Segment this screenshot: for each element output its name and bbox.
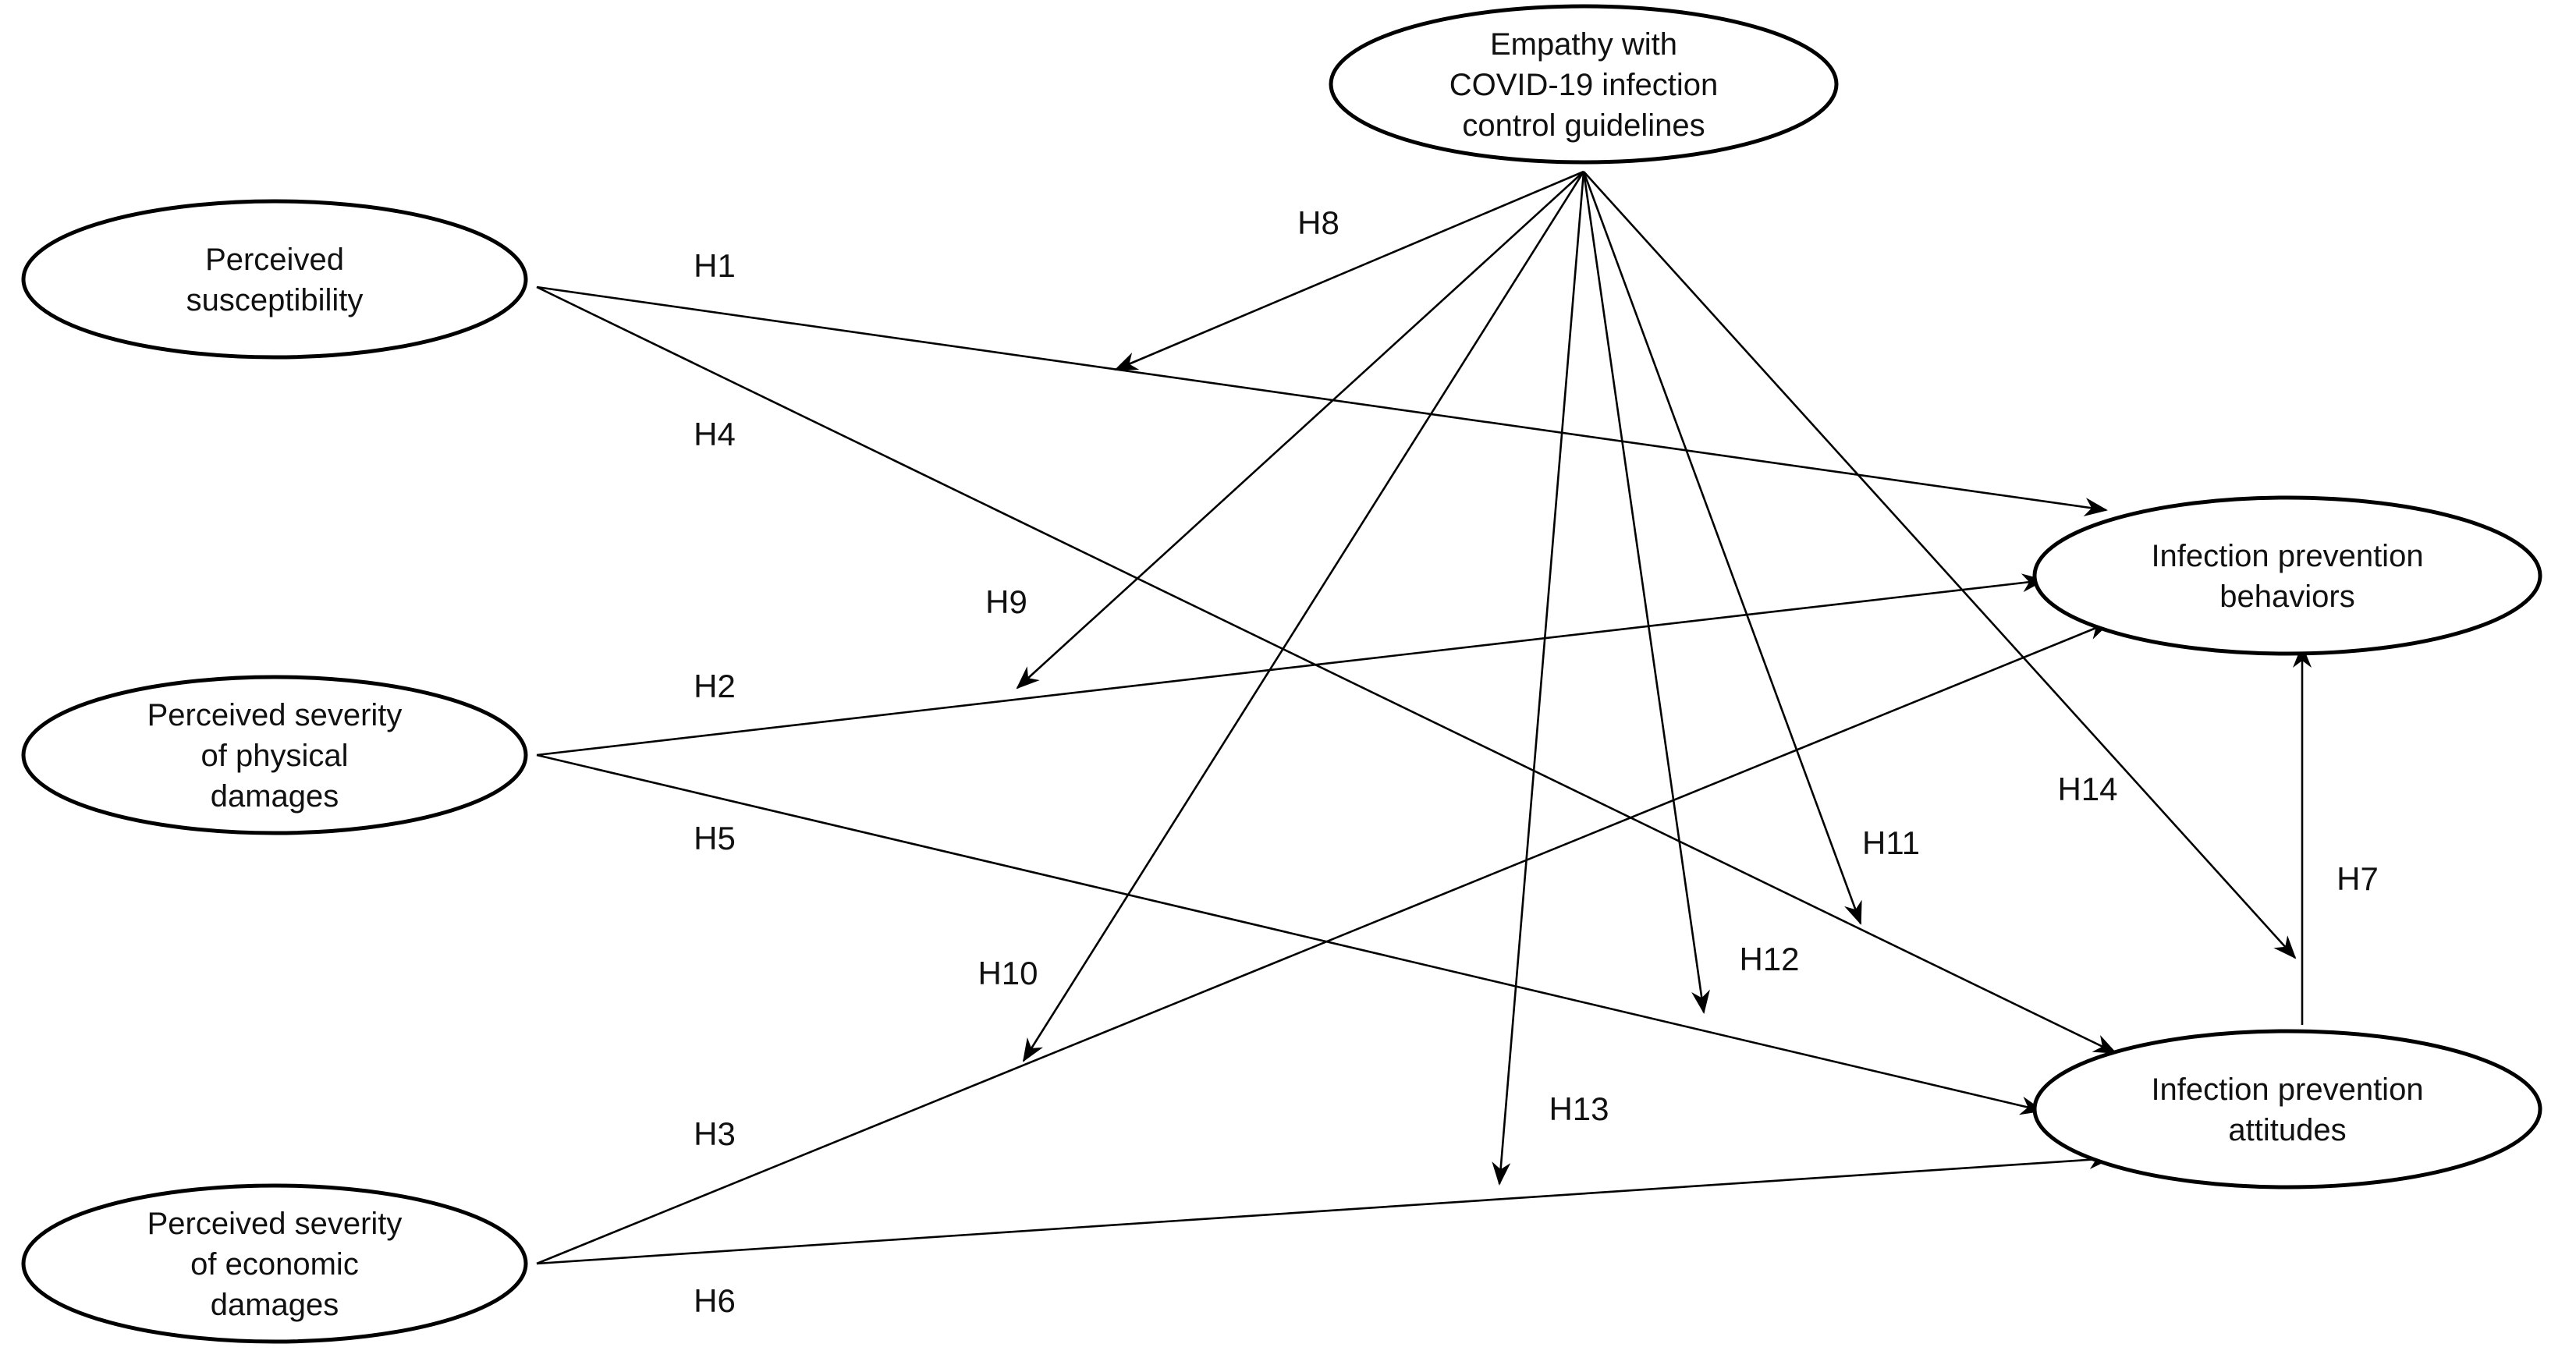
edge-h9-arrow xyxy=(1016,171,1584,690)
edge-h8-arrow xyxy=(1114,170,1584,371)
edge-h10-label: H10 xyxy=(978,955,1038,991)
edge-h1-label: H1 xyxy=(694,247,736,284)
node-behaviors-ellipse xyxy=(2032,495,2542,656)
node-attitudes-text-line-2: attitudes xyxy=(2228,1113,2346,1147)
edge-h14-label: H14 xyxy=(2057,771,2117,807)
edge-h1-arrow xyxy=(536,285,2108,516)
edge-h10-arrow xyxy=(1022,171,1585,1062)
node-physical: Perceived severity of physical damages xyxy=(21,675,528,835)
edges-layer xyxy=(536,170,2312,1265)
node-behaviors-text-line-2: behaviors xyxy=(2219,580,2354,614)
edge-h6-label: H6 xyxy=(694,1282,736,1319)
node-susceptibility-text-line-1: Perceived xyxy=(205,243,344,277)
node-susceptibility-ellipse xyxy=(21,199,528,360)
node-economic-text-line-3: damages xyxy=(211,1288,339,1322)
node-attitudes-ellipse xyxy=(2032,1029,2542,1190)
edge-h3-arrow xyxy=(536,621,2111,1265)
node-empathy-text-line-1: Empathy with xyxy=(1490,27,1677,62)
edge-h5-label: H5 xyxy=(694,820,736,856)
edge-h4-label: H4 xyxy=(694,416,736,452)
node-empathy-text-line-2: COVID-19 infection xyxy=(1449,68,1719,102)
edge-h9-label: H9 xyxy=(985,583,1027,620)
edge-h2-arrow xyxy=(536,573,2046,757)
edge-h8-label: H8 xyxy=(1297,204,1339,241)
node-susceptibility-text-line-2: susceptibility xyxy=(186,283,364,317)
node-attitudes: Infection prevention attitudes xyxy=(2032,1029,2542,1190)
node-economic-text-line-2: of economic xyxy=(190,1247,359,1282)
node-economic: Perceived severity of economic damages xyxy=(21,1183,528,1344)
edge-h3-label: H3 xyxy=(694,1115,736,1152)
edge-h11-label: H11 xyxy=(1862,824,1920,861)
node-economic-text-line-1: Perceived severity xyxy=(147,1207,403,1241)
edge-h13-label: H13 xyxy=(1549,1090,1609,1127)
node-susceptibility: Perceived susceptibility xyxy=(21,199,528,360)
edge-h2-label: H2 xyxy=(694,668,736,704)
edge-h11-arrow xyxy=(1582,171,1862,925)
edge-h7-label: H7 xyxy=(2336,860,2379,897)
node-behaviors: Infection prevention behaviors xyxy=(2032,495,2542,656)
edge-h12-arrow xyxy=(1582,171,1710,1014)
node-physical-text-line-1: Perceived severity xyxy=(147,698,403,732)
edge-h13-arrow xyxy=(1492,171,1585,1186)
node-empathy-text-line-3: control guidelines xyxy=(1462,108,1705,143)
edge-h14-arrow xyxy=(1583,171,2297,959)
node-attitudes-text-line-1: Infection prevention xyxy=(2151,1072,2423,1107)
edge-h5-arrow xyxy=(536,753,2044,1115)
node-economic-ellipse xyxy=(21,1183,528,1344)
node-physical-text-line-2: of physical xyxy=(201,739,349,773)
edge-h4-arrow xyxy=(536,285,2117,1055)
node-physical-text-line-3: damages xyxy=(211,779,339,814)
node-empathy-ellipse xyxy=(1329,4,1839,165)
edge-h12-label: H12 xyxy=(1739,941,1799,977)
node-physical-ellipse xyxy=(21,675,528,835)
node-behaviors-text-line-1: Infection prevention xyxy=(2151,539,2423,573)
edge-h6-arrow xyxy=(536,1150,2113,1265)
